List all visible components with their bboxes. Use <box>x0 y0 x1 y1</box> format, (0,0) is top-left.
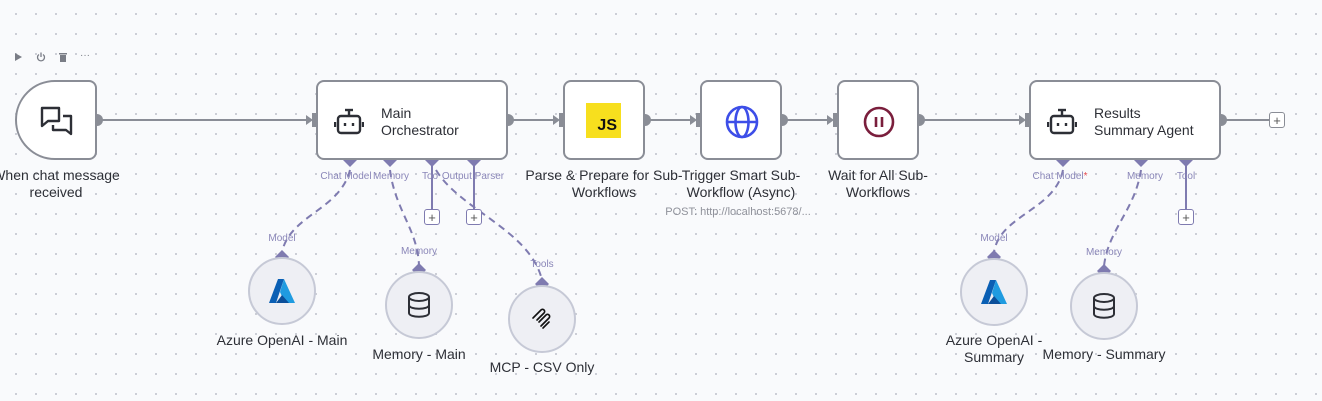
node-azure-openai-main[interactable] <box>248 257 316 325</box>
handle-label: Tool <box>422 171 438 182</box>
node-label: Trigger Smart Sub- <box>681 167 801 183</box>
node-memory-summary[interactable] <box>1070 272 1138 340</box>
node-title: Orchestrator <box>381 122 459 138</box>
play-icon[interactable] <box>13 52 23 62</box>
node-label: Wait for All Sub- <box>828 167 928 183</box>
globe-icon <box>725 105 759 139</box>
node-parse-prepare[interactable]: JS <box>563 80 645 160</box>
node-main-orchestrator[interactable]: Main Orchestrator <box>316 80 508 160</box>
node-label: Workflows <box>571 184 637 200</box>
trash-icon[interactable] <box>58 52 68 62</box>
ai-wire-memory <box>389 169 420 267</box>
node-subtitle: POST: http://localhost:5678/... <box>665 206 811 218</box>
add-tool-button[interactable]: + <box>424 209 440 225</box>
node-results-summary-agent[interactable]: Results Summary Agent <box>1029 80 1221 160</box>
node-label: Azure OpenAI - <box>945 332 1043 348</box>
power-icon[interactable] <box>36 52 46 62</box>
node-mcp-csv[interactable] <box>508 285 576 353</box>
add-tool-button[interactable]: + <box>1178 209 1194 225</box>
add-node-button[interactable]: + <box>1269 112 1285 128</box>
required-mark: * <box>1083 171 1088 182</box>
handle-label: Chat Model <box>320 171 372 182</box>
node-chat-trigger[interactable] <box>15 80 97 160</box>
node-label: Workflows <box>845 184 911 200</box>
handle-label: Memory <box>400 246 438 257</box>
database-icon <box>1093 293 1115 319</box>
handle-label: Model <box>268 233 296 244</box>
chat-icon <box>40 106 73 136</box>
node-label: Summary <box>964 349 1024 365</box>
add-output-parser-button[interactable]: + <box>466 209 482 225</box>
node-label: Memory - Summary <box>1042 346 1166 362</box>
node-label: When chat message received <box>0 167 120 200</box>
node-label: Parse & Prepare for Sub- <box>525 167 683 183</box>
node-azure-openai-summary[interactable] <box>960 258 1028 326</box>
ai-wire-model <box>281 169 351 253</box>
ai-wire-tools <box>435 169 543 281</box>
pause-icon <box>863 106 895 138</box>
handle-label: Memory <box>1126 171 1164 182</box>
node-title: Results <box>1094 105 1141 121</box>
more-icon[interactable]: ··· <box>80 50 90 61</box>
robot-icon <box>1047 108 1077 135</box>
ai-wire-summary-model <box>993 169 1064 253</box>
handle-label: Output Parser <box>441 171 505 182</box>
handle-label: Tool <box>1176 171 1196 182</box>
node-wait[interactable] <box>837 80 919 160</box>
node-label: Memory - Main <box>372 346 466 362</box>
node-title: Summary Agent <box>1094 122 1194 138</box>
azure-icon <box>981 280 1007 304</box>
robot-icon <box>334 108 364 135</box>
handle-label-text: Chat Model <box>1032 171 1084 182</box>
ai-wire-summary-memory <box>1103 169 1142 267</box>
database-icon <box>408 292 430 318</box>
node-label: Workflow (Async) <box>686 184 796 200</box>
azure-icon <box>269 279 295 303</box>
node-trigger-sub-workflow[interactable] <box>700 80 782 160</box>
node-label: Azure OpenAI - Main <box>216 332 348 348</box>
node-label: MCP - CSV Only <box>489 359 595 375</box>
node-title: Main <box>381 105 412 121</box>
handle-label: Memory <box>1085 247 1123 258</box>
handle-label: Memory <box>372 171 410 182</box>
handle-label: Chat Model* <box>1032 171 1087 182</box>
javascript-icon: JS <box>586 103 621 138</box>
handle-label: Tools <box>530 259 554 270</box>
mcp-icon <box>532 308 551 329</box>
node-memory-main[interactable] <box>385 271 453 339</box>
handle-label: Model <box>980 233 1008 244</box>
